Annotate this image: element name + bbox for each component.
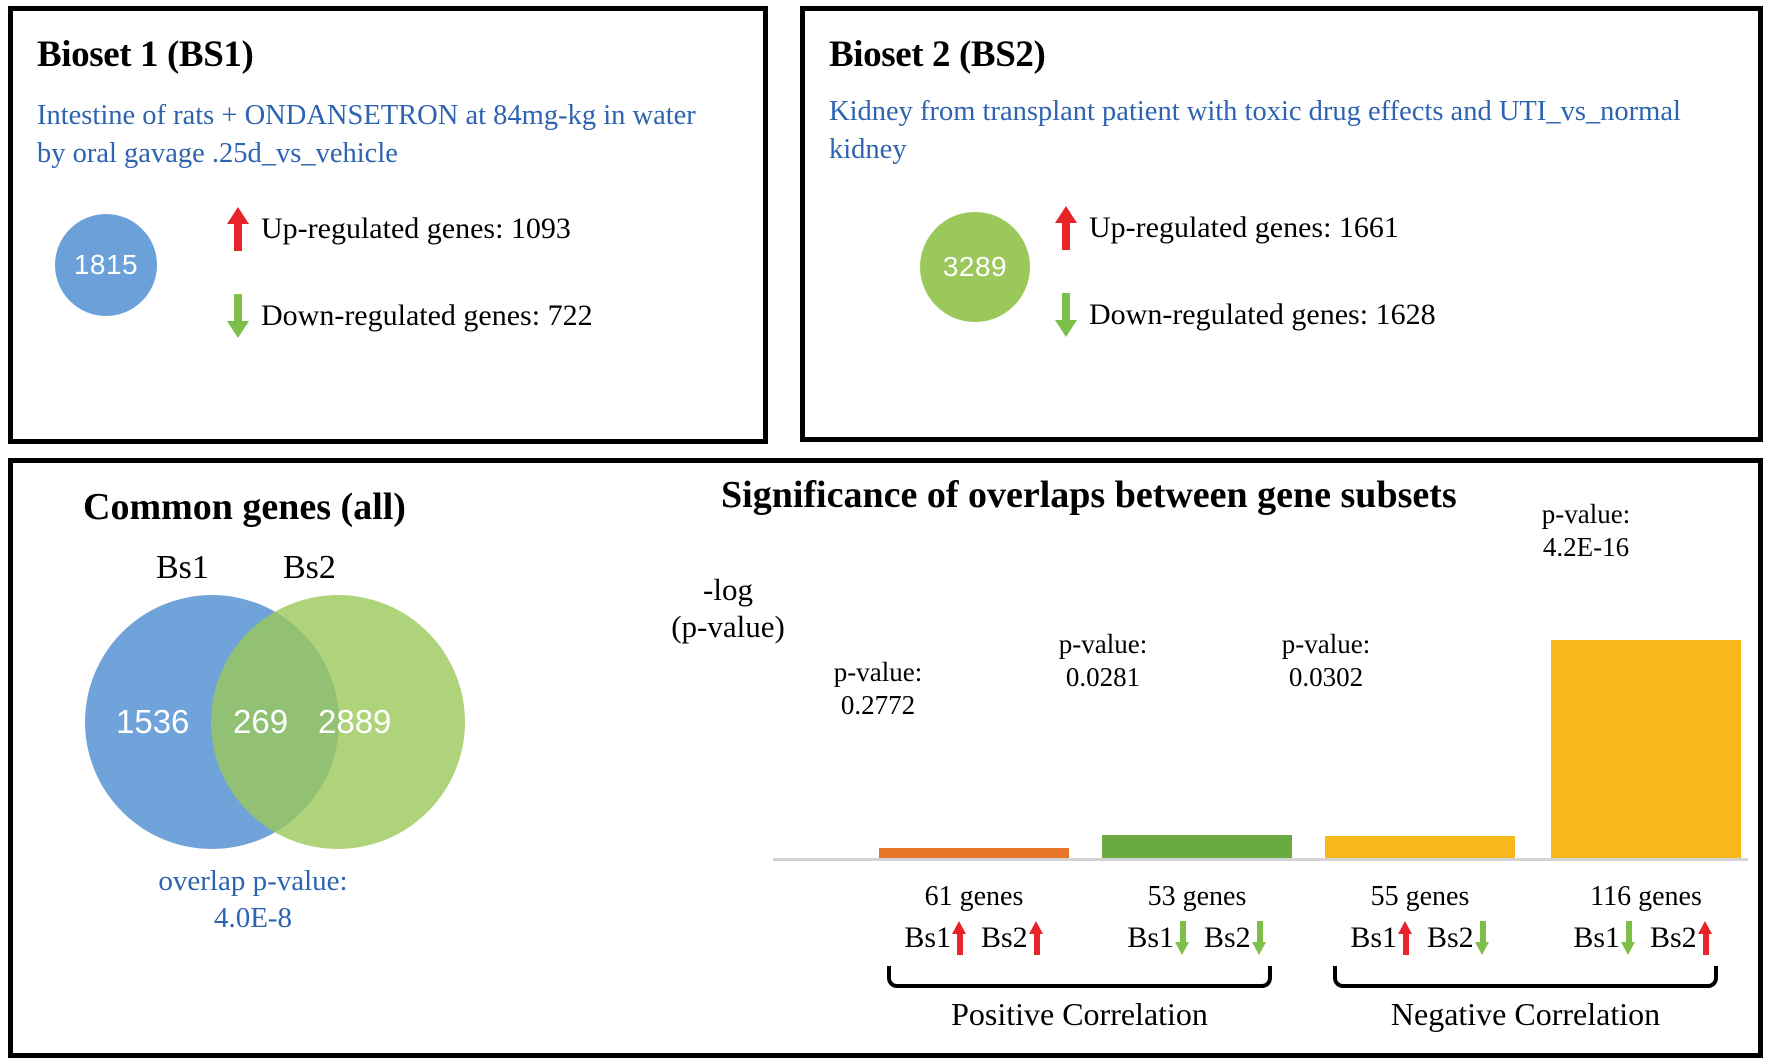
analysis-panel: Common genes (all) Bs1 Bs2 1536 269 2889… xyxy=(8,458,1763,1058)
bar-pvalue-prefix-4: p-value: xyxy=(1541,499,1631,529)
chart-y-axis-label: -log (p-value) xyxy=(643,571,813,645)
arrow-up-red-icon xyxy=(952,921,967,955)
venn-circle-bs2 xyxy=(211,595,465,849)
venn-pvalue-value: 4.0E-8 xyxy=(213,902,293,934)
bar-1-set1: Bs1 xyxy=(904,921,967,955)
bar-gene-count-3: 55 genes xyxy=(1370,881,1470,912)
positive-correlation-bracket xyxy=(887,966,1272,988)
bar-2-set2: Bs2 xyxy=(1204,921,1267,955)
bioset2-title: Bioset 2 (BS2) xyxy=(829,34,1046,75)
arrow-down-green-icon xyxy=(1474,921,1490,955)
bar-pvalue-value-1: 0.2772 xyxy=(840,690,916,720)
venn-count-left-only: 1536 xyxy=(116,703,190,740)
bioset2-panel: Bioset 2 (BS2) Kidney from transplant pa… xyxy=(800,6,1763,442)
bar-direction-pair-2: Bs1 Bs2 xyxy=(1082,921,1312,955)
bar-direction-pair-4: Bs1 Bs2 xyxy=(1528,921,1758,955)
bar-2-set1: Bs1 xyxy=(1127,921,1190,955)
positive-correlation-label: Positive Correlation xyxy=(951,996,1208,1032)
venn-title: Common genes (all) xyxy=(83,486,406,528)
bar-3-set2-label: Bs2 xyxy=(1427,921,1474,954)
bioset1-down-regulated-row: Down-regulated genes: 722 xyxy=(227,294,593,338)
bioset2-up-regulated-label: Up-regulated genes: 1661 xyxy=(1089,211,1399,244)
bar-1 xyxy=(879,848,1069,858)
arrow-down-green-icon xyxy=(1055,293,1077,337)
venn-count-right-only: 2889 xyxy=(318,703,392,740)
bar-4-set1: Bs1 xyxy=(1573,921,1636,955)
bioset2-description: Kidney from transplant patient with toxi… xyxy=(829,96,1681,165)
bar-gene-count-4: 116 genes xyxy=(1590,881,1702,912)
bar-3-set2: Bs2 xyxy=(1427,921,1490,955)
venn-left-set-label: Bs1 xyxy=(156,549,209,586)
chart-baseline-axis xyxy=(773,858,1748,861)
bioset2-up-regulated-row: Up-regulated genes: 1661 xyxy=(1055,206,1399,250)
bar-pvalue-prefix-2: p-value: xyxy=(1058,629,1148,659)
bioset1-panel: Bioset 1 (BS1) Intestine of rats + ONDAN… xyxy=(8,6,768,444)
bar-2-set1-label: Bs1 xyxy=(1127,921,1174,954)
bar-pvalue-value-2: 0.0281 xyxy=(1065,662,1141,692)
bar-4-set2: Bs2 xyxy=(1650,921,1713,955)
bioset2-down-regulated-label: Down-regulated genes: 1628 xyxy=(1089,298,1436,331)
arrow-up-red-icon xyxy=(1055,206,1077,250)
arrow-up-red-icon xyxy=(1398,921,1413,955)
bar-3-set1: Bs1 xyxy=(1350,921,1413,955)
bar-1-set2-label: Bs2 xyxy=(981,921,1028,954)
bar-pvalue-value-3: 0.0302 xyxy=(1288,662,1364,692)
bioset1-up-regulated-label: Up-regulated genes: 1093 xyxy=(261,212,571,245)
bar-4 xyxy=(1551,640,1741,858)
bar-3-set1-label: Bs1 xyxy=(1350,921,1397,954)
bar-direction-pair-1: Bs1 Bs2 xyxy=(859,921,1089,955)
venn-count-intersection: 269 xyxy=(233,703,289,740)
bioset1-up-regulated-row: Up-regulated genes: 1093 xyxy=(227,207,571,251)
bar-pvalue-prefix-3: p-value: xyxy=(1281,629,1371,659)
bioset2-total-genes-bubble: 3289 xyxy=(920,212,1030,322)
venn-pvalue-caption: overlap p-value: xyxy=(158,865,348,897)
bioset1-title: Bioset 1 (BS1) xyxy=(37,34,254,75)
negative-correlation-label: Negative Correlation xyxy=(1390,996,1661,1032)
bar-2-set2-label: Bs2 xyxy=(1204,921,1251,954)
bar-gene-count-2: 53 genes xyxy=(1147,881,1247,912)
chart-y-axis-label-line2: (p-value) xyxy=(671,609,785,645)
venn-right-set-label: Bs2 xyxy=(283,549,336,586)
bar-4-set1-label: Bs1 xyxy=(1573,921,1620,954)
arrow-up-red-icon xyxy=(1028,921,1044,955)
bioset2-down-regulated-row: Down-regulated genes: 1628 xyxy=(1055,293,1436,337)
bar-pvalue-prefix-1: p-value: xyxy=(833,657,923,687)
arrow-down-green-icon xyxy=(1621,921,1636,955)
bar-gene-count-1: 61 genes xyxy=(924,881,1024,912)
bioset2-total-genes-value: 3289 xyxy=(942,251,1008,282)
bioset1-description: Intestine of rats + ONDANSETRON at 84mg-… xyxy=(37,100,696,169)
arrow-down-green-icon xyxy=(1175,921,1190,955)
arrow-up-red-icon xyxy=(227,207,249,251)
chart-title: Significance of overlaps between gene su… xyxy=(721,474,1457,516)
bar-2 xyxy=(1102,835,1292,858)
arrow-up-red-icon xyxy=(1697,921,1713,955)
bar-4-set2-label: Bs2 xyxy=(1650,921,1697,954)
bar-1-set1-label: Bs1 xyxy=(904,921,951,954)
bar-direction-pair-3: Bs1 Bs2 xyxy=(1305,921,1535,955)
bioset1-down-regulated-label: Down-regulated genes: 722 xyxy=(261,299,593,332)
bar-1-set2: Bs2 xyxy=(981,921,1044,955)
bar-3 xyxy=(1325,836,1515,858)
arrow-down-green-icon xyxy=(227,294,249,338)
negative-correlation-bracket xyxy=(1333,966,1718,988)
chart-y-axis-label-line1: -log xyxy=(703,572,753,607)
arrow-down-green-icon xyxy=(1251,921,1267,955)
bioset1-total-genes-bubble: 1815 xyxy=(55,214,157,316)
bar-pvalue-value-4: 4.2E-16 xyxy=(1542,532,1630,562)
bioset1-total-genes-value: 1815 xyxy=(73,249,139,280)
